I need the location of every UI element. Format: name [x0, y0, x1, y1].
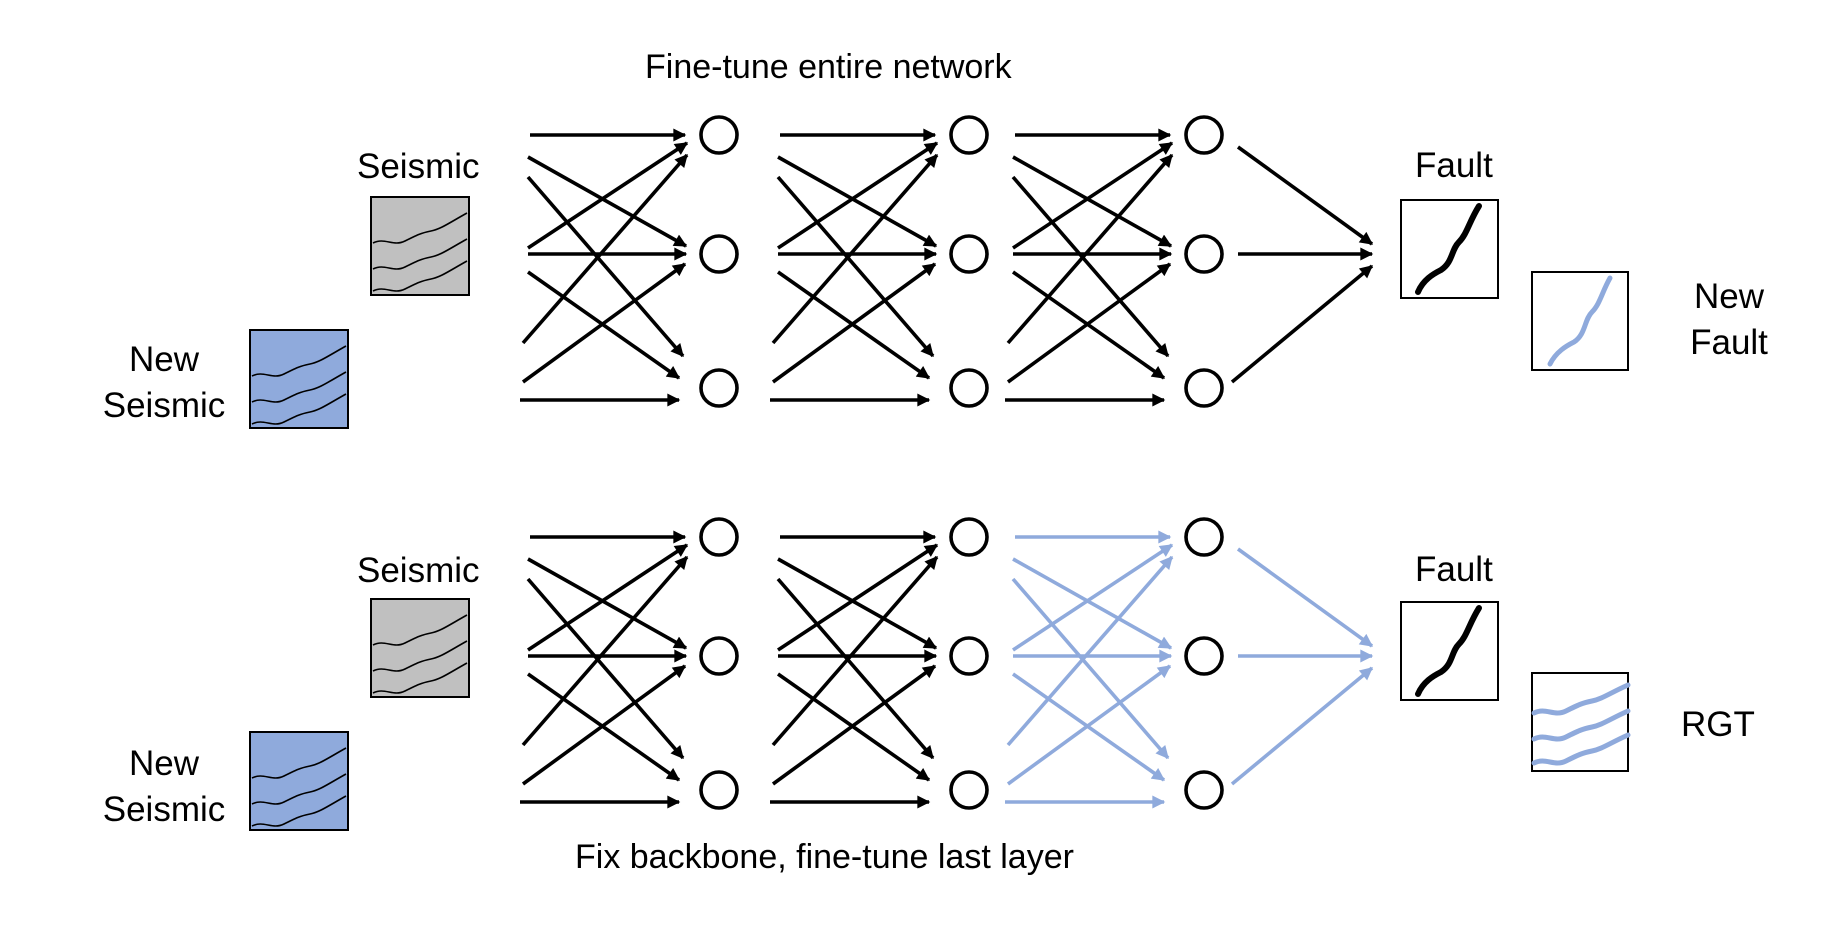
- top-seismic-horizon-3: [372, 260, 468, 292]
- bottom-edge-l2-d6: [1006, 664, 1172, 786]
- bottom-node-l1-n3: [699, 770, 739, 810]
- bottom-edge-l1-d5: [771, 555, 939, 747]
- top-edge-l1-d2: [776, 175, 935, 358]
- top-edge-l0-d6: [521, 262, 687, 384]
- top-fault-label: Fault: [1415, 146, 1493, 185]
- top-edge-out-1: [1236, 145, 1374, 246]
- bottom-node-l3-n1: [1184, 517, 1224, 557]
- bottom-edge-l2-d2: [1011, 577, 1170, 760]
- top-node-l2-n1: [949, 115, 989, 155]
- top-new-fault-box: [1531, 271, 1629, 371]
- top-node-l1-n3: [699, 368, 739, 408]
- top-node-l1-n1: [699, 115, 739, 155]
- top-edge-l0-d1: [527, 155, 688, 248]
- bottom-edge-l2-d5: [1006, 555, 1174, 747]
- bottom-new-seismic-box: [249, 731, 349, 831]
- bottom-edge-l1-d6: [771, 664, 937, 786]
- bottom-edge-out-1: [1236, 547, 1374, 648]
- bottom-edge-l1-d2: [776, 577, 935, 760]
- top-new-seismic-horizon-3: [251, 393, 347, 425]
- top-node-l3-n3: [1184, 368, 1224, 408]
- bottom-new-seismic-label: New Seismic: [94, 741, 234, 833]
- bottom-seismic-horizon-3: [372, 662, 468, 694]
- top-node-l2-n3: [949, 368, 989, 408]
- bottom-fault-line: [1415, 605, 1482, 697]
- bottom-node-l2-n3: [949, 770, 989, 810]
- top-edge-l2-d6: [1006, 262, 1172, 384]
- bottom-new-seismic-horizon-1: [251, 747, 347, 779]
- top-edge-l2-d1: [1012, 155, 1173, 248]
- bottom-rgt-horizon-1: [1531, 682, 1631, 716]
- top-edge-l1-d1: [777, 155, 938, 248]
- bottom-fault-label: Fault: [1415, 550, 1493, 589]
- top-edge-l1-d6: [771, 262, 937, 384]
- top-seismic-box: [370, 196, 470, 296]
- bottom-edge-l2-d1: [1012, 557, 1173, 650]
- top-seismic-horizon-1: [372, 212, 468, 244]
- top-fault-line: [1415, 203, 1482, 295]
- bottom-new-seismic-horizon-2: [251, 773, 347, 805]
- bottom-node-l3-n3: [1184, 770, 1224, 810]
- top-new-seismic-box: [249, 329, 349, 429]
- bottom-node-l2-n1: [949, 517, 989, 557]
- bottom-new-seismic-horizon-3: [251, 795, 347, 827]
- top-seismic-label: Seismic: [357, 147, 480, 186]
- bottom-caption: Fix backbone, fine-tune last layer: [575, 838, 1074, 876]
- top-edge-l2-d5: [1006, 153, 1174, 345]
- top-new-fault-label: New Fault: [1668, 274, 1790, 366]
- bottom-new-seismic-label-line1: New: [128, 744, 200, 783]
- top-fault-box: [1400, 199, 1499, 299]
- bottom-edge-l0-d5: [521, 555, 689, 747]
- bottom-node-l2-n2: [949, 636, 989, 676]
- bottom-fault-box: [1400, 601, 1499, 701]
- top-new-seismic-horizon-2: [251, 371, 347, 403]
- top-edge-l0-d2: [526, 175, 685, 358]
- top-seismic-horizon-2: [372, 238, 468, 270]
- bottom-rgt-label: RGT: [1681, 705, 1755, 744]
- bottom-edge-l0-d2: [526, 577, 685, 760]
- top-edge-l0-d3: [527, 141, 689, 250]
- bottom-node-l1-n2: [699, 636, 739, 676]
- top-new-fault-label-line1: New: [1693, 277, 1765, 316]
- top-new-seismic-horizon-1: [251, 345, 347, 377]
- bottom-node-l1-n1: [699, 517, 739, 557]
- top-node-l3-n2: [1184, 234, 1224, 274]
- top-new-fault-label-line2: Fault: [1690, 323, 1768, 362]
- top-edge-l1-d5: [771, 153, 939, 345]
- bottom-edge-l0-d3: [527, 543, 689, 652]
- bottom-seismic-label: Seismic: [357, 551, 480, 590]
- bottom-rgt-horizon-3: [1531, 732, 1631, 766]
- top-edge-l2-d3: [1012, 141, 1174, 250]
- bottom-seismic-horizon-1: [372, 614, 468, 646]
- top-edge-out-3: [1230, 264, 1374, 384]
- top-edge-l1-d3: [777, 141, 939, 250]
- bottom-rgt-horizon-2: [1531, 708, 1631, 742]
- bottom-node-l3-n2: [1184, 636, 1224, 676]
- top-new-seismic-label: New Seismic: [94, 337, 234, 429]
- bottom-seismic-box: [370, 598, 470, 698]
- top-new-fault-line: [1547, 275, 1613, 367]
- top-node-l3-n1: [1184, 115, 1224, 155]
- bottom-seismic-horizon-2: [372, 640, 468, 672]
- bottom-new-seismic-label-line2: Seismic: [102, 790, 226, 829]
- bottom-edge-l2-d3: [1012, 543, 1174, 652]
- bottom-edge-l0-d6: [521, 664, 687, 786]
- top-edge-l0-d5: [521, 153, 689, 345]
- top-node-l2-n2: [949, 234, 989, 274]
- top-new-seismic-label-line2: Seismic: [102, 386, 226, 425]
- bottom-edge-out-3: [1230, 666, 1374, 786]
- top-caption: Fine-tune entire network: [645, 48, 1012, 86]
- top-node-l1-n2: [699, 234, 739, 274]
- bottom-edge-l0-d1: [527, 557, 688, 650]
- bottom-edge-l1-d1: [777, 557, 938, 650]
- top-edge-l2-d2: [1011, 175, 1170, 358]
- bottom-edge-l1-d3: [777, 543, 939, 652]
- top-new-seismic-label-line1: New: [128, 340, 200, 379]
